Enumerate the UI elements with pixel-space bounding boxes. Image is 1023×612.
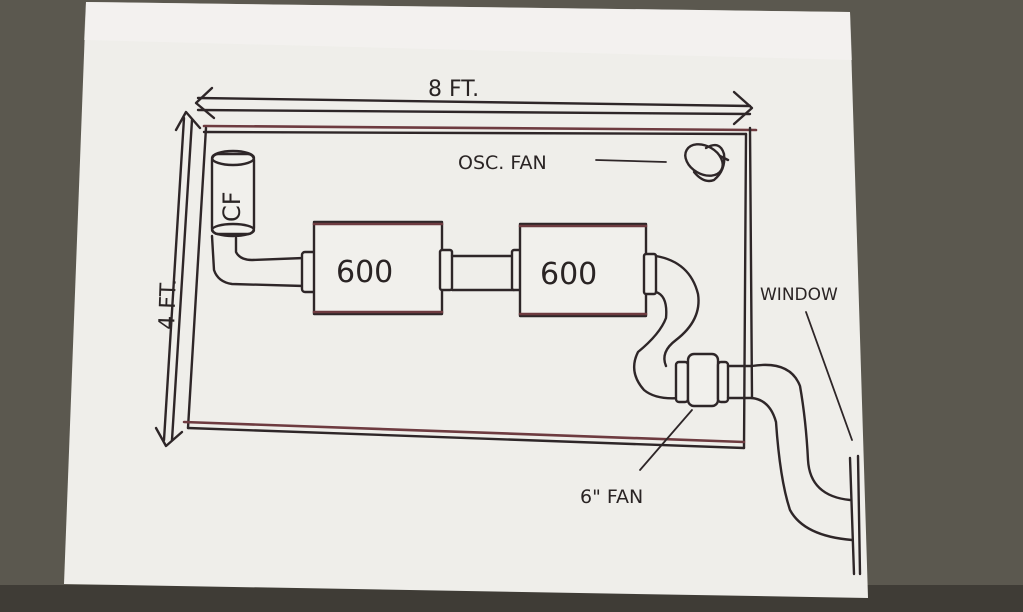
filter-duct: [210, 234, 318, 294]
osc-fan-label: OSC. FAN: [458, 152, 547, 174]
window-label: WINDOW: [760, 285, 838, 305]
flex-duct: [632, 252, 700, 400]
carbon-filter-label: CF: [218, 191, 246, 222]
exhaust-duct: [726, 363, 854, 542]
light-box-2-label: 600: [540, 257, 597, 292]
window-leader: [805, 311, 853, 441]
inline-fan-leader: [639, 409, 693, 471]
carbon-filter-icon: [210, 149, 256, 238]
paper-sheet: [64, 2, 868, 598]
inline-fan-icon: [674, 352, 730, 408]
height-label: 4 FT.: [155, 278, 182, 330]
width-label: 8 FT.: [428, 77, 479, 102]
light-box-1-label: 600: [336, 255, 393, 290]
width-dimension-arrow: [194, 86, 754, 126]
oscillating-fan-icon: [684, 143, 730, 183]
light-box-1: [312, 220, 444, 316]
inline-fan-label: 6" FAN: [580, 486, 643, 508]
window-icon: [848, 454, 862, 576]
window-wall-line: [748, 126, 754, 400]
tent-outline: [182, 124, 758, 450]
paper-shade: [84, 2, 852, 60]
light-box-2: [518, 222, 648, 318]
height-dimension-arrow: [154, 110, 202, 448]
osc-fan-leader: [595, 159, 667, 163]
